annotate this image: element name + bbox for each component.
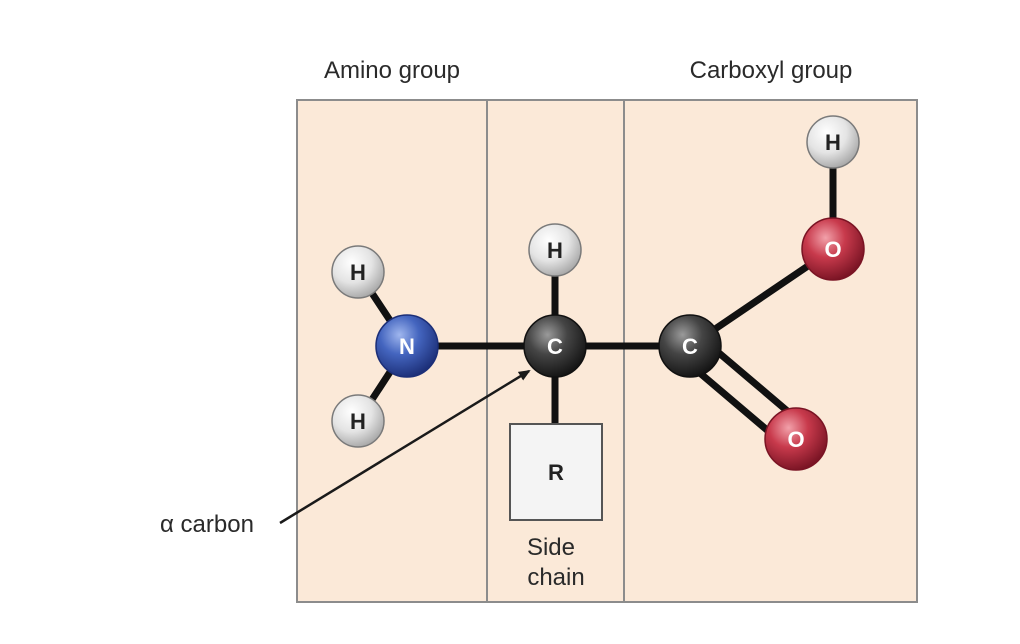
atom-alpha-carbon-label: C — [547, 334, 563, 359]
atom-amino-h-top-label: H — [350, 260, 366, 285]
amino-group-label: Amino group — [324, 57, 460, 84]
alpha-carbon-arrow — [279, 369, 531, 525]
atom-amino-h-bottom-label: H — [350, 409, 366, 434]
atom-alpha-h: H — [528, 223, 582, 277]
atom-hydroxyl-h: H — [806, 115, 860, 169]
atom-carboxyl-carbon: C — [658, 314, 722, 378]
atom-hydroxyl-h-label: H — [825, 130, 841, 155]
atom-alpha-carbon: C — [523, 314, 587, 378]
atom-carbonyl-oxygen-label: O — [787, 427, 804, 452]
atom-alpha-h-label: H — [547, 238, 563, 263]
atom-carbonyl-oxygen: O — [764, 407, 828, 471]
r-group-box — [509, 423, 603, 521]
atom-amino-h-bottom: H — [331, 394, 385, 448]
atom-hydroxyl-oxygen: O — [801, 217, 865, 281]
atom-hydroxyl-oxygen-label: O — [824, 237, 841, 262]
carboxyl-group-label: Carboxyl group — [690, 57, 853, 84]
atom-nitrogen-label: N — [399, 334, 415, 359]
alpha-carbon-label: α carbon — [160, 511, 254, 538]
atom-carboxyl-carbon-label: C — [682, 334, 698, 359]
side-chain-label-line1: Side — [527, 534, 575, 561]
atom-amino-h-top: H — [331, 245, 385, 299]
atom-nitrogen: N — [375, 314, 439, 378]
side-chain-label-line2: chain — [527, 564, 584, 591]
r-group-label: R — [548, 460, 564, 485]
